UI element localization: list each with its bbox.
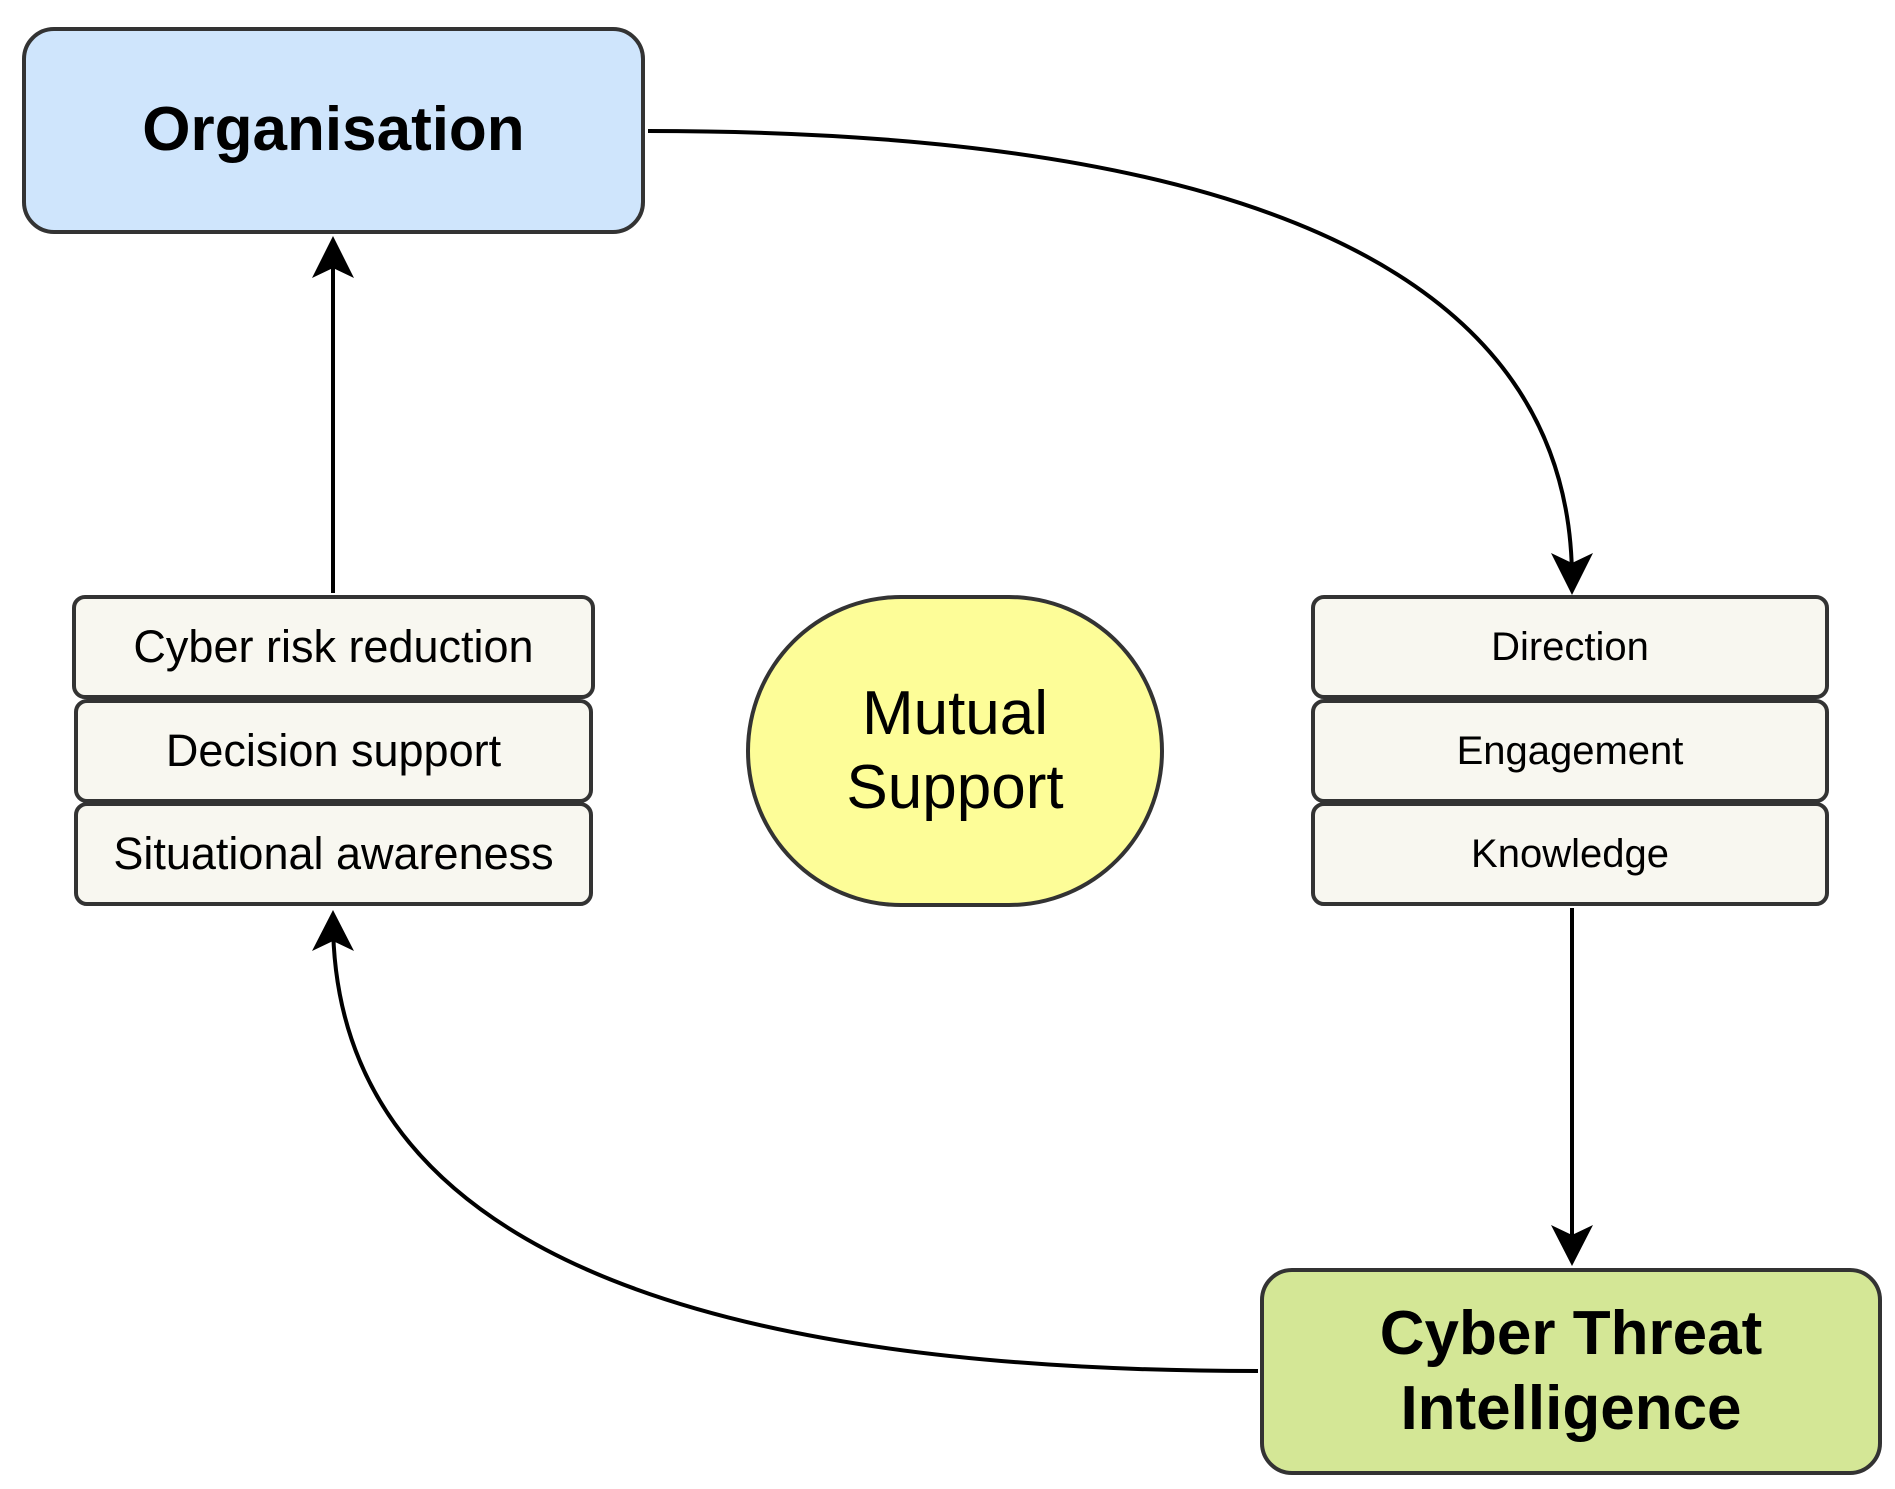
organisation-node: Organisation [22,27,645,234]
stack-item-engagement: Engagement [1311,699,1829,803]
mutual-support-node: Mutual Support [746,595,1164,907]
stack-item-decision-support: Decision support [74,699,593,803]
cyber-threat-intelligence-node: Cyber Threat Intelligence [1260,1268,1882,1475]
arrow-cti-to-situational-awareness [331,919,1259,1373]
stack-item-knowledge: Knowledge [1311,802,1829,906]
stack-item-label: Cyber risk reduction [133,621,534,672]
arrowhead-cti [1551,1225,1593,1266]
stack-item-label: Direction [1491,624,1649,669]
stack-item-label: Situational awareness [113,828,554,879]
arrowhead-situational-awareness [312,910,354,951]
cti-label-line-2: Intelligence [1400,1373,1742,1443]
stack-item-label: Decision support [165,725,502,776]
stack-item-label: Engagement [1456,728,1684,773]
stack-item-cyber-risk-reduction: Cyber risk reduction [72,595,595,699]
mutual-support-line-2: Support [846,753,1064,822]
arrowhead-direction [1551,553,1593,595]
arrow-organisation-to-direction [647,129,1574,581]
stack-item-label: Knowledge [1471,831,1669,876]
mutual-support-line-1: Mutual [861,678,1049,748]
stack-item-situational-awareness: Situational awareness [74,802,593,906]
organisation-label: Organisation [142,95,525,165]
cti-label-line-1: Cyber Threat [1379,1299,1763,1369]
stack-item-direction: Direction [1311,595,1829,699]
arrowhead-organisation [312,236,354,278]
